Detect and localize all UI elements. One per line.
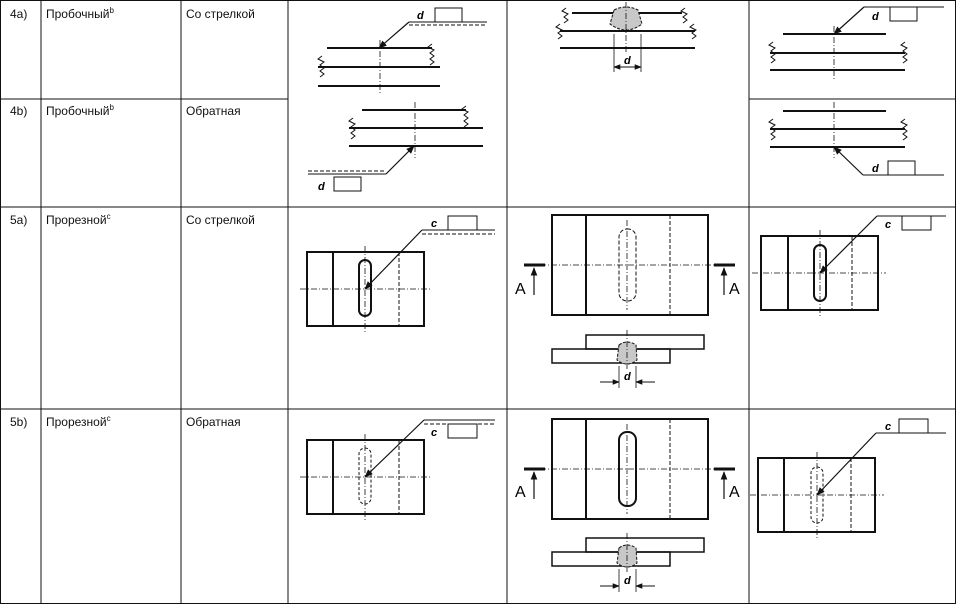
row-5b-name: Прорезнойc (46, 414, 111, 430)
row-5a-name-text: Прорезной (46, 213, 107, 227)
row-4b-name: Пробочныйb (46, 103, 114, 119)
drawing-5b-symbol (300, 419, 495, 520)
row-4a-number: 4a) (10, 7, 28, 21)
section-a-left-5a: A (515, 281, 526, 298)
row-4a-name-text: Пробочный (46, 7, 110, 21)
drawing-4b-alt (768, 102, 944, 176)
row-5b-side: Обратная (186, 415, 241, 429)
row-5a-name: Прорезнойc (46, 212, 111, 228)
drawing-4-section (555, 2, 697, 72)
row-4a-name: Пробочныйb (46, 6, 114, 22)
dim-d-4b-alt: d (872, 163, 879, 175)
section-a-left-5b: A (515, 484, 526, 501)
dim-d-4b: d (318, 181, 325, 193)
drawing-5b-alt (750, 418, 946, 538)
dim-d-4-section: d (624, 55, 631, 67)
row-5b-footnote: c (106, 414, 111, 423)
dim-d-5b-section: d (624, 575, 631, 587)
dim-d-4a: d (417, 10, 424, 22)
row-5b-number: 5b) (10, 415, 28, 429)
row-5a-number: 5a) (10, 213, 28, 227)
row-5a-footnote: c (106, 212, 111, 221)
drawing-5a-alt (752, 215, 946, 316)
row-4b-side: Обратная (186, 104, 241, 118)
row-5a-side: Со стрелкой (186, 213, 255, 227)
drawing-4b-symbol (308, 102, 483, 192)
section-a-right-5b: A (729, 484, 740, 501)
drawing-5a-symbol (300, 215, 495, 332)
row-5b-name-text: Прорезной (46, 415, 107, 429)
section-a-right-5a: A (729, 281, 740, 298)
dim-d-4a-alt: d (872, 11, 879, 23)
drawing-4a-symbol (317, 7, 487, 95)
drawing-5b-section (524, 418, 735, 592)
row-4b-name-text: Пробочный (46, 104, 110, 118)
drawing-5a-section (524, 214, 735, 388)
row-4a-footnote: b (109, 6, 114, 15)
dim-c-5a: c (431, 218, 437, 230)
dim-c-5b-alt: c (885, 421, 891, 433)
drawing-4a-alt (768, 6, 944, 80)
row-4b-number: 4b) (10, 104, 28, 118)
dim-c-5b: c (431, 427, 437, 439)
dim-d-5a-section: d (624, 371, 631, 383)
row-4a-side: Со стрелкой (186, 7, 255, 21)
dim-c-5a-alt: c (885, 219, 891, 231)
row-4b-footnote: b (109, 103, 114, 112)
